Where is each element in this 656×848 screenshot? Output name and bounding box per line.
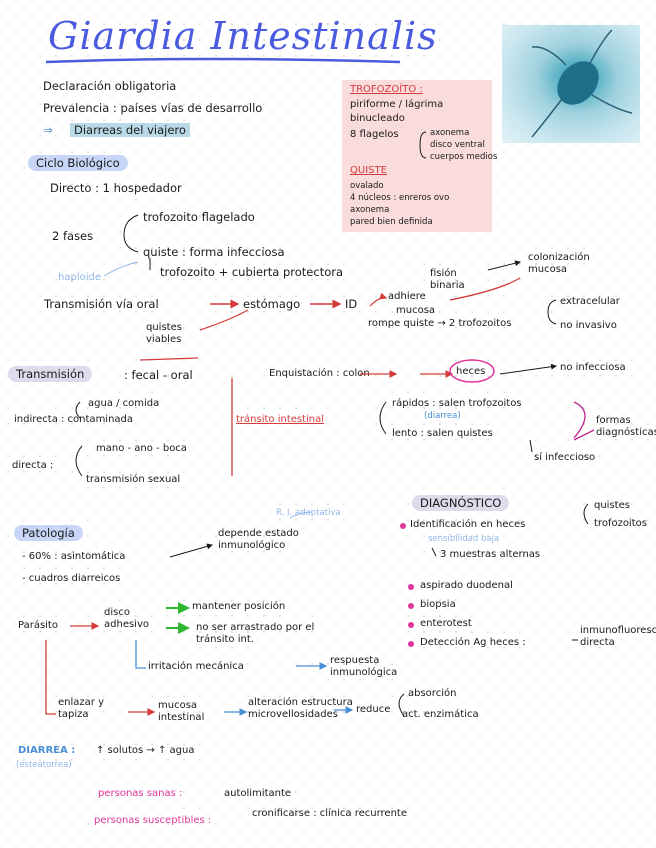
diagram-connectors bbox=[0, 0, 656, 848]
